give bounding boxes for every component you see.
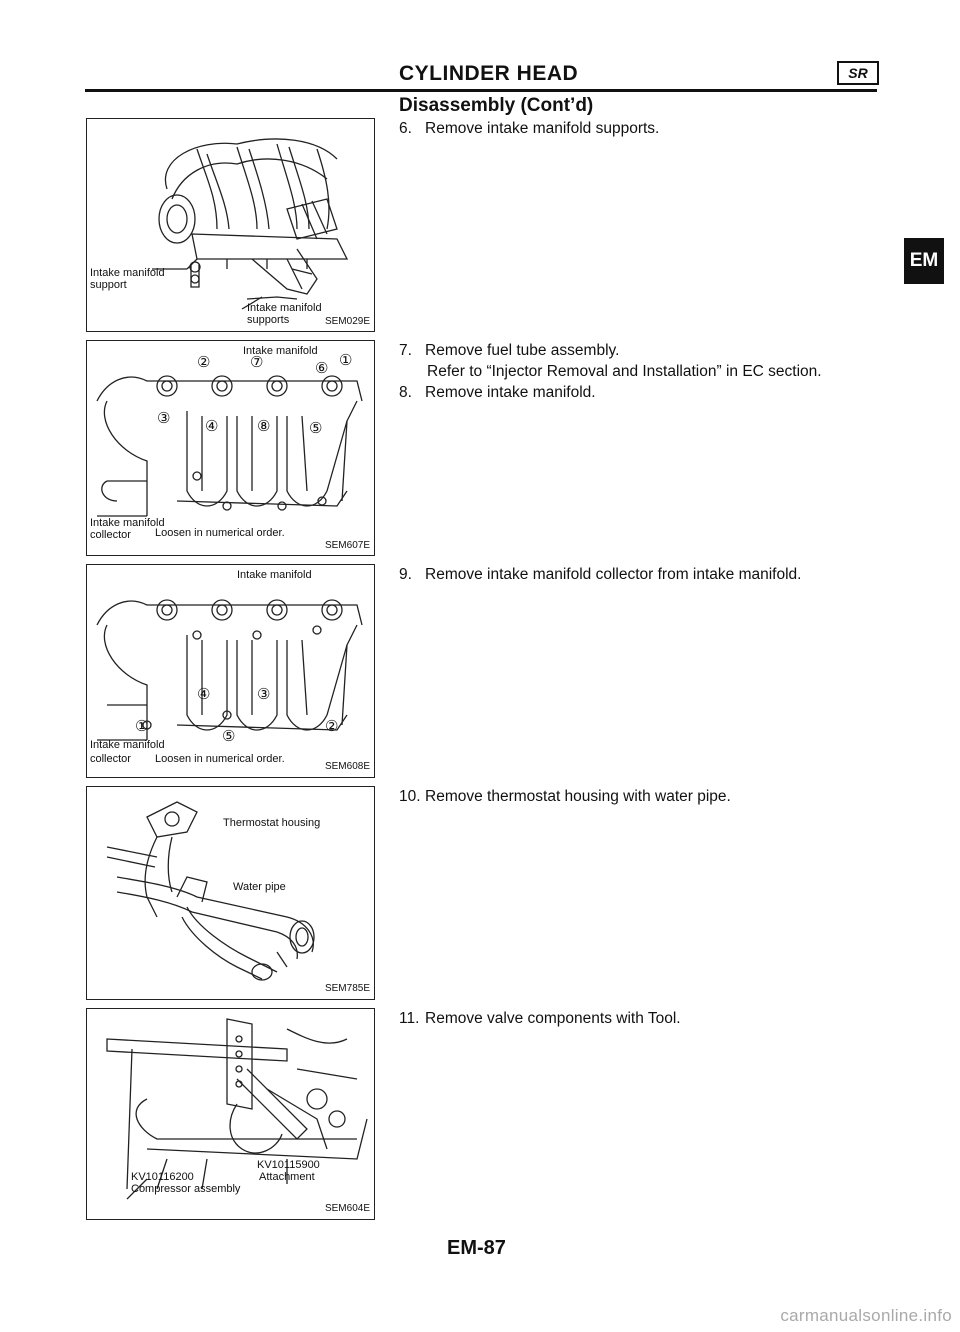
step-text: Remove fuel tube assembly. [425, 342, 620, 359]
label-compressor-assembly: Compressor assembly [131, 1183, 241, 1195]
step-text: Remove intake manifold supports. [425, 120, 660, 137]
thermostat-illustration [106, 801, 315, 981]
step-8: 8. Remove intake manifold. [399, 382, 596, 403]
manifold-collector-illustration [96, 599, 363, 741]
bolt-number: ④ [205, 418, 219, 435]
bolt-number: ① [135, 718, 149, 735]
figure-manifold-loosen-order-1: Intake manifold ② ⑦ ⑥ ① ③ ④ ⑧ ⑤ Intake m… [86, 340, 375, 556]
label-intake-manifold-2: Intake manifold [247, 302, 322, 314]
label-supports: supports [247, 314, 290, 326]
step-7: 7. Remove fuel tube assembly. Refer to “I… [399, 340, 822, 382]
figure-code: SEM607E [324, 540, 370, 551]
label-intake-manifold: Intake manifold [243, 345, 318, 357]
step-number: 7. [399, 342, 412, 359]
step-number: 9. [399, 566, 412, 583]
bolt-number: ③ [157, 410, 171, 427]
step-number: 8. [399, 384, 412, 401]
section-title: CYLINDER HEAD [399, 62, 579, 85]
bolt-number: ④ [197, 686, 211, 703]
figure-thermostat-housing: Thermostat housing Water pipe SEM785E [86, 786, 375, 1000]
label-intake-manifold: Intake manifold [90, 267, 165, 279]
page-number: EM-87 [447, 1237, 506, 1259]
step-9: 9. Remove intake manifold collector from … [399, 564, 801, 585]
label-water-pipe: Water pipe [233, 881, 286, 893]
bolt-number: ① [339, 352, 353, 369]
step-6: 6. Remove intake manifold supports. [399, 118, 659, 139]
step-text: Remove intake manifold collector from in… [425, 566, 802, 583]
step-10: 10.Remove thermostat housing with water … [399, 786, 731, 807]
figure-code: SEM604E [324, 1203, 370, 1214]
figure-code: SEM608E [324, 761, 370, 772]
bolt-number: ③ [257, 686, 271, 703]
step-number: 6. [399, 120, 412, 137]
step-11: 11. Remove valve components with Tool. [399, 1008, 681, 1029]
subsection-title: Disassembly (Cont’d) [399, 95, 594, 116]
intake-manifold-illustration [152, 138, 349, 310]
label-attachment: Attachment [259, 1171, 315, 1183]
label-collector: collector [90, 753, 131, 765]
label-intake-manifold-2: Intake manifold [90, 517, 165, 529]
label-support: support [90, 279, 127, 291]
label-kv10115900: KV10115900 [257, 1159, 320, 1171]
bolt-number: ⑤ [309, 420, 323, 437]
label-kv10116200: KV10116200 [131, 1171, 194, 1183]
bolt-number: ② [325, 718, 339, 735]
label-loosen-order: Loosen in numerical order. [155, 527, 285, 539]
label-loosen-order: Loosen in numerical order. [155, 753, 285, 765]
label-intake-manifold: Intake manifold [237, 569, 312, 581]
step-text: Remove intake manifold. [425, 384, 596, 401]
manifold-collector-illustration [96, 375, 363, 517]
bolt-number: ② [197, 354, 211, 371]
section-tab: EM [904, 238, 944, 284]
bolt-number: ⑥ [315, 360, 329, 377]
bolt-number: ⑤ [222, 728, 236, 745]
step-text: Remove thermostat housing with water pip… [425, 788, 731, 805]
step-number: 11. [399, 1010, 420, 1027]
bolt-number: ⑦ [250, 354, 264, 371]
label-thermostat-housing: Thermostat housing [223, 817, 321, 829]
step-note: Refer to “Injector Removal and Installat… [427, 363, 822, 380]
label-collector: collector [90, 529, 131, 541]
figure-manifold-loosen-order-2: Intake manifold ④ ③ ① ⑤ ② Intake manifol… [86, 564, 375, 778]
figure-code: SEM029E [324, 316, 370, 327]
label-intake-manifold-2: Intake manifold [90, 739, 165, 751]
header-rule [85, 89, 877, 92]
engine-badge: SR [837, 61, 879, 85]
figure-intake-manifold-supports: Intake manifold support Intake manifold … [86, 118, 375, 332]
valve-tool-illustration [106, 1018, 368, 1200]
step-text: Remove valve components with Tool. [425, 1010, 681, 1027]
footer-watermark[interactable]: carmanualsonline.info [780, 1306, 952, 1325]
figure-valve-compressor-tool: KV10116200 Compressor assembly KV1011590… [86, 1008, 375, 1220]
figure-code: SEM785E [324, 983, 370, 994]
bolt-number: ⑧ [257, 418, 271, 435]
step-number: 10. [399, 788, 421, 805]
